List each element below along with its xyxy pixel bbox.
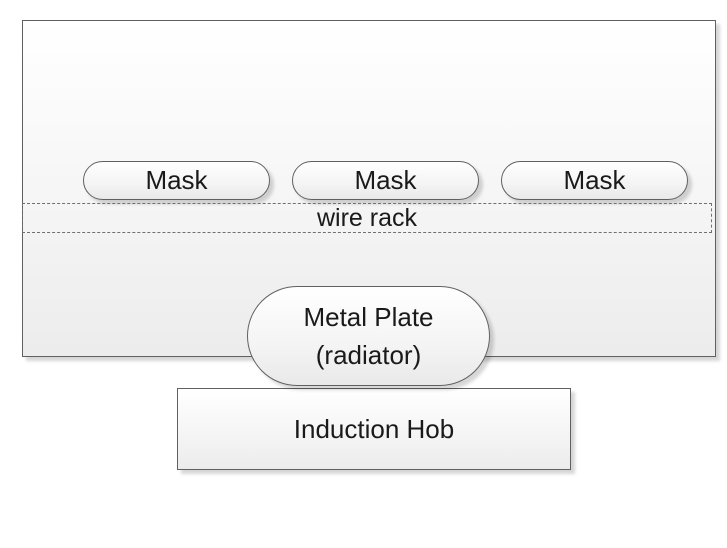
mask-3: Mask: [501, 161, 688, 200]
wire-rack-label: wire rack: [316, 203, 417, 232]
mask-2-label: Mask: [354, 165, 417, 195]
mask-1-label: Mask: [145, 165, 208, 195]
wire-rack: wire rack: [22, 203, 712, 233]
radiator-label: (radiator): [315, 340, 422, 370]
mask-2: Mask: [292, 161, 479, 200]
metal-plate-label: Metal Plate: [303, 302, 434, 332]
metal-plate-radiator: Metal Plate (radiator): [247, 286, 490, 386]
mask-3-label: Mask: [563, 165, 626, 195]
mask-1: Mask: [83, 161, 270, 200]
induction-hob: Induction Hob: [177, 388, 571, 470]
induction-hob-label: Induction Hob: [293, 413, 455, 444]
